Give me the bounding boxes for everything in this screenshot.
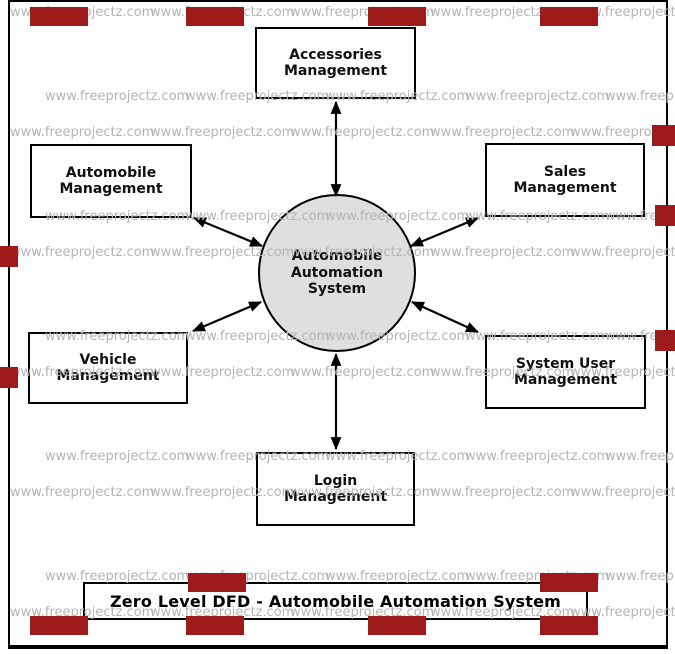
flow-arrow-automobile: [192, 216, 264, 248]
entity-box-login-management: Login Management: [256, 452, 415, 526]
diagram-title-box: Zero Level DFD - Automobile Automation S…: [83, 582, 588, 620]
entity-box-automobile-management: Automobile Management: [30, 144, 192, 218]
entity-label: System User: [515, 356, 616, 372]
process-label: System: [307, 281, 367, 298]
flow-arrow-vehicle: [192, 300, 262, 333]
entity-label: Management: [56, 368, 160, 384]
entity-label: Management: [283, 63, 388, 79]
entity-label: Login: [313, 473, 358, 489]
entity-label: Management: [283, 489, 388, 505]
diagram-outer-border: [8, 0, 668, 649]
entity-label: Accessories: [289, 47, 382, 63]
process-label: Automation: [290, 264, 384, 281]
flow-arrow-sales: [410, 216, 479, 248]
process-label: Automobile: [291, 248, 383, 265]
entity-box-vehicle-management: Vehicle Management: [28, 332, 188, 404]
entity-label: Management: [513, 180, 617, 196]
entity-label: Vehicle: [79, 352, 137, 368]
entity-label: Management: [513, 372, 618, 388]
diagram-title: Zero Level DFD - Automobile Automation S…: [109, 591, 562, 611]
entity-box-accessories-management: Accessories Management: [255, 27, 416, 99]
entity-label: Automobile: [65, 165, 157, 181]
entity-box-system-user-management: System User Management: [485, 335, 646, 409]
entity-box-sales-management: Sales Management: [485, 143, 645, 217]
flow-arrow-system-user: [411, 300, 479, 334]
entity-label: Sales: [543, 164, 587, 180]
entity-label: Management: [59, 181, 163, 197]
